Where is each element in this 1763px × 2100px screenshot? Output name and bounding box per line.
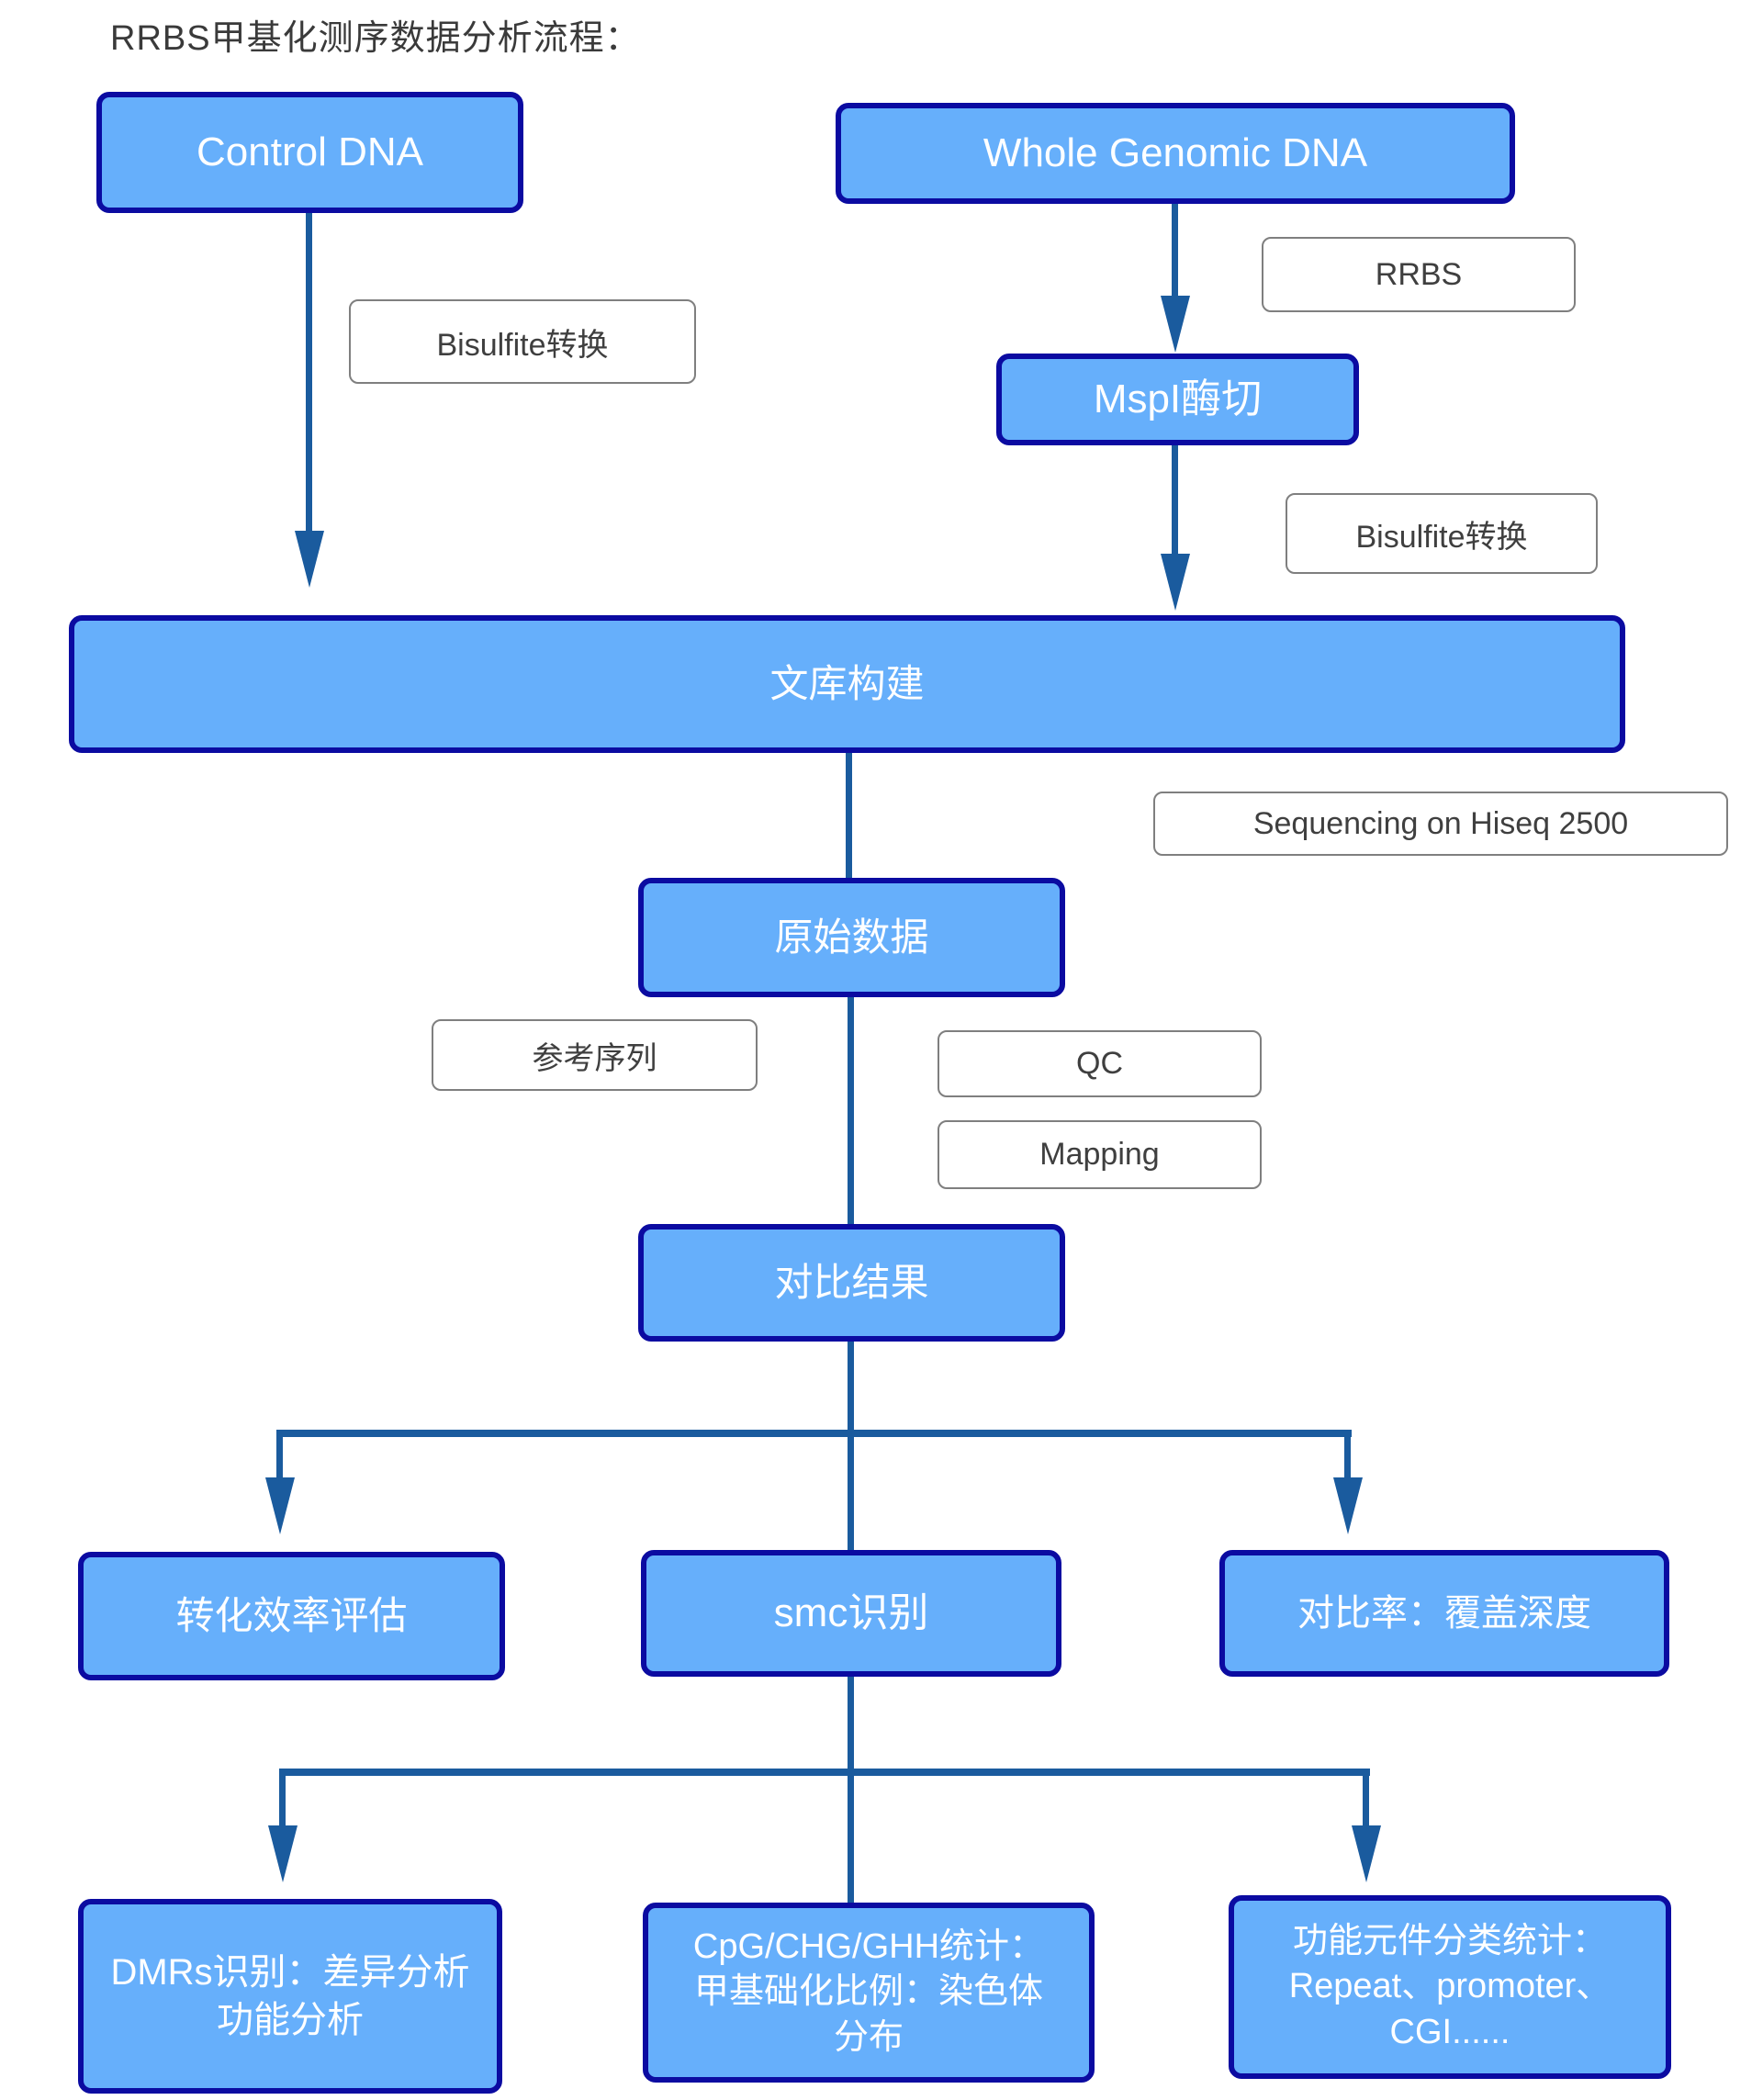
node-smc-identification: smc识别 bbox=[641, 1550, 1061, 1677]
node-library-construction: 文库构建 bbox=[69, 615, 1625, 753]
node-raw-data: 原始数据 bbox=[638, 878, 1065, 997]
label-rrbs: RRBS bbox=[1262, 237, 1576, 312]
page-title: RRBS甲基化测序数据分析流程： bbox=[110, 19, 641, 58]
connector-mspi-to-library bbox=[1172, 445, 1178, 554]
label-mapping: Mapping bbox=[938, 1120, 1262, 1189]
node-mapping-rate-coverage: 对比率：覆盖深度 bbox=[1219, 1550, 1669, 1677]
branch2-horizontal bbox=[279, 1769, 1370, 1776]
connector-wgd-to-mspi bbox=[1172, 204, 1178, 296]
arrow-down-icon bbox=[1333, 1477, 1363, 1534]
connector-alignment-to-row2 bbox=[848, 1342, 854, 1554]
label-reference-sequence: 参考序列 bbox=[432, 1019, 758, 1091]
branch2-left-drop bbox=[279, 1774, 286, 1827]
branch2-right-drop bbox=[1363, 1774, 1369, 1827]
node-whole-genomic-dna: Whole Genomic DNA bbox=[836, 103, 1515, 204]
arrow-down-icon bbox=[265, 1477, 295, 1534]
label-bisulfite-conversion-right: Bisulfite转换 bbox=[1286, 493, 1598, 574]
connector-library-to-rawdata bbox=[846, 753, 852, 878]
arrow-down-icon bbox=[1161, 554, 1190, 611]
arrow-down-icon bbox=[1352, 1825, 1381, 1882]
node-mspi-digestion: MspI酶切 bbox=[996, 354, 1359, 445]
connector-control-to-library bbox=[306, 213, 312, 531]
label-qc: QC bbox=[938, 1030, 1262, 1097]
node-dmrs-identification: DMRs识别：差异分析 功能分析 bbox=[78, 1899, 502, 2094]
node-cpg-chg-ghh-stats: CpG/CHG/GHH统计： 甲基础化比例：染色体 分布 bbox=[643, 1903, 1095, 2083]
connector-smc-to-row3 bbox=[848, 1677, 854, 1906]
arrow-down-icon bbox=[268, 1825, 298, 1882]
node-conversion-efficiency: 转化效率评估 bbox=[78, 1552, 505, 1680]
label-bisulfite-conversion-left: Bisulfite转换 bbox=[349, 299, 696, 384]
node-alignment-result: 对比结果 bbox=[638, 1224, 1065, 1342]
arrow-down-icon bbox=[1161, 296, 1190, 353]
connector-rawdata-to-alignment bbox=[848, 997, 854, 1224]
branch1-horizontal bbox=[276, 1430, 1352, 1437]
branch1-right-drop bbox=[1344, 1435, 1351, 1479]
node-functional-elements: 功能元件分类统计： Repeat、promoter、 CGI...... bbox=[1229, 1895, 1671, 2079]
label-sequencing-hiseq: Sequencing on Hiseq 2500 bbox=[1153, 792, 1728, 856]
node-control-dna: Control DNA bbox=[96, 92, 523, 213]
arrow-down-icon bbox=[295, 531, 324, 588]
branch1-left-drop bbox=[276, 1435, 283, 1479]
